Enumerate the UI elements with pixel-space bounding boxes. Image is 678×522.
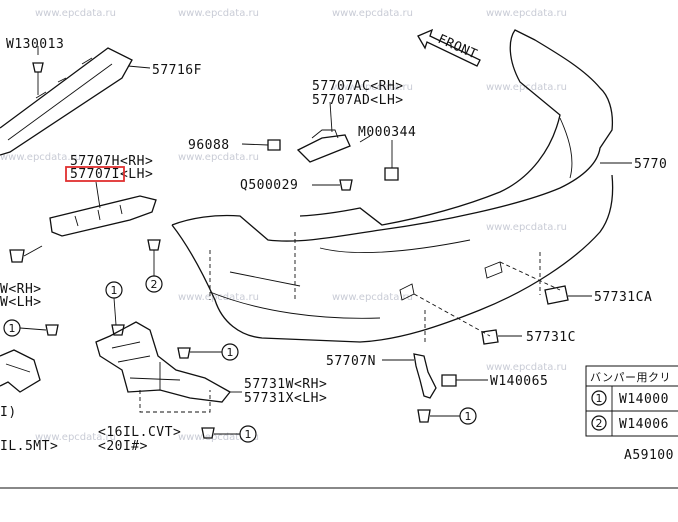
label-q500029: Q500029 <box>240 178 298 193</box>
label-20i: <20I#> <box>98 439 148 454</box>
watermark: www.epcdata.ru <box>332 8 413 19</box>
watermark: www.epcdata.ru <box>486 222 567 233</box>
label-57731x: 57731X<LH> <box>244 391 327 406</box>
callout-circle <box>221 343 239 361</box>
callout-circle <box>459 407 477 425</box>
label-w140065: W140065 <box>490 374 548 389</box>
front-label: FRONT <box>435 32 479 63</box>
watermark: www.epcdata.ru <box>486 8 567 19</box>
left-bracket <box>0 349 41 393</box>
label-57707ac: 57707AC<RH> <box>312 79 404 94</box>
table-header: バンパー用クリ <box>590 371 671 384</box>
watermark: www.epcdata.ru <box>332 292 413 303</box>
label-57731ca: 57731CA <box>594 290 652 305</box>
dashed-leaders <box>139 232 561 413</box>
callout-number: 1 <box>465 410 472 423</box>
label-57707n: 57707N <box>326 354 376 369</box>
bracket-57707ac <box>296 101 371 163</box>
watermark: www.epcdata.ru <box>35 432 116 443</box>
diagram-code: A59100 <box>624 448 674 463</box>
label-w-lh: W<LH> <box>0 295 42 310</box>
table-row-code: W14000 <box>619 392 669 407</box>
callout-number: 1 <box>245 428 252 441</box>
mud-guard-57731w <box>95 321 242 403</box>
part-labels: W130013 57716F 57707AC<RH> 57707AD<LH> 9… <box>0 37 674 463</box>
side-rail-57716f <box>0 47 151 156</box>
callouts: 2 1 1 1 1 1 <box>3 275 477 443</box>
callout-circle <box>145 275 163 293</box>
pads <box>481 285 592 345</box>
table-row-number: 1 <box>596 392 603 405</box>
callout-circle <box>3 319 21 337</box>
label-57707h: 57707H<RH> <box>70 154 153 169</box>
table-row-number: 2 <box>596 417 603 430</box>
callout-circle <box>239 425 257 443</box>
label-57707i: 57707I<LH> <box>70 167 153 182</box>
highlight-box <box>65 166 125 182</box>
callout-number: 1 <box>227 346 234 359</box>
label-w130013: W130013 <box>6 37 64 52</box>
bracket-57707h <box>49 181 157 237</box>
bracket-57707n <box>382 353 437 399</box>
table-row-code: W14006 <box>619 417 669 432</box>
label-w-rh: W<RH> <box>0 282 42 297</box>
watermark: www.epcdata.ru <box>178 432 259 443</box>
callout-number: 1 <box>9 322 16 335</box>
watermark: www.epcdata.ru <box>178 292 259 303</box>
label-57716f: 57716F <box>152 63 202 78</box>
callout-number: 1 <box>111 284 118 297</box>
watermark: www.epcdata.ru <box>332 82 413 93</box>
watermark: www.epcdata.ru <box>0 152 81 163</box>
watermark: www.epcdata.ru <box>486 362 567 373</box>
label-57731c: 57731C <box>526 330 576 345</box>
label-cvt: <16IL.CVT> <box>98 425 181 440</box>
screws <box>9 139 488 439</box>
label-57731w: 57731W<RH> <box>244 377 327 392</box>
label-m000344: M000344 <box>358 125 416 140</box>
label-96088: 96088 <box>188 138 230 153</box>
label-paren-i: I) <box>0 405 17 420</box>
watermark: www.epcdata.ru <box>178 152 259 163</box>
callout-circle <box>105 281 123 299</box>
label-57707ad: 57707AD<LH> <box>312 93 404 108</box>
watermark: www.epcdata.ru <box>178 8 259 19</box>
front-arrow: FRONT <box>417 28 481 67</box>
callout-number: 2 <box>151 278 158 291</box>
clip-w130013 <box>32 46 44 95</box>
clip-legend-table: バンパー用クリ 1 W14000 2 W14006 <box>585 365 678 437</box>
label-5mt: IL.5MT> <box>0 439 58 454</box>
watermark: www.epcdata.ru <box>35 8 116 19</box>
label-5770x: 5770 <box>634 157 667 172</box>
